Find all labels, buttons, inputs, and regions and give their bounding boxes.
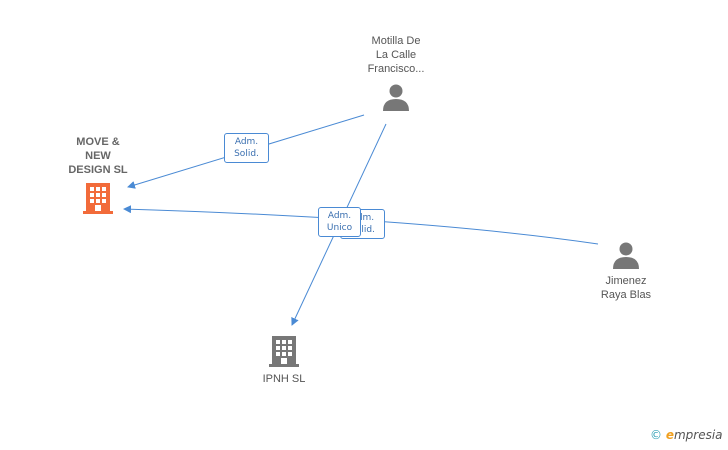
copyright-symbol: © — [650, 428, 662, 442]
person-node-jimenez[interactable]: Jimenez Raya Blas — [578, 240, 674, 302]
person-node-motilla[interactable]: Motilla De La Calle Francisco... — [346, 34, 446, 112]
relation-badge-motilla-move[interactable]: Adm. Solid. — [224, 133, 269, 163]
building-icon — [269, 336, 299, 367]
relation-badge-motilla-ipnh[interactable]: Adm. Unico — [318, 207, 361, 237]
empresia-brand: © empresia — [650, 428, 723, 442]
edge-jimenez-to-move — [123, 205, 599, 245]
person-icon — [383, 84, 409, 111]
person-name-jimenez: Jimenez Raya Blas — [600, 275, 652, 301]
building-icon — [83, 183, 113, 214]
brand-initial: e — [665, 428, 674, 442]
brand-rest: mpresia — [673, 428, 723, 442]
company-node-ipnh[interactable]: IPNH SL — [246, 334, 322, 386]
company-name-move-new-design: MOVE & NEW DESIGN SL — [68, 136, 128, 176]
person-name-motilla: Motilla De La Calle Francisco... — [367, 35, 425, 75]
company-node-move-new-design[interactable]: MOVE & NEW DESIGN SL — [52, 135, 144, 215]
person-icon — [613, 242, 639, 269]
company-name-ipnh: IPNH SL — [262, 373, 306, 385]
